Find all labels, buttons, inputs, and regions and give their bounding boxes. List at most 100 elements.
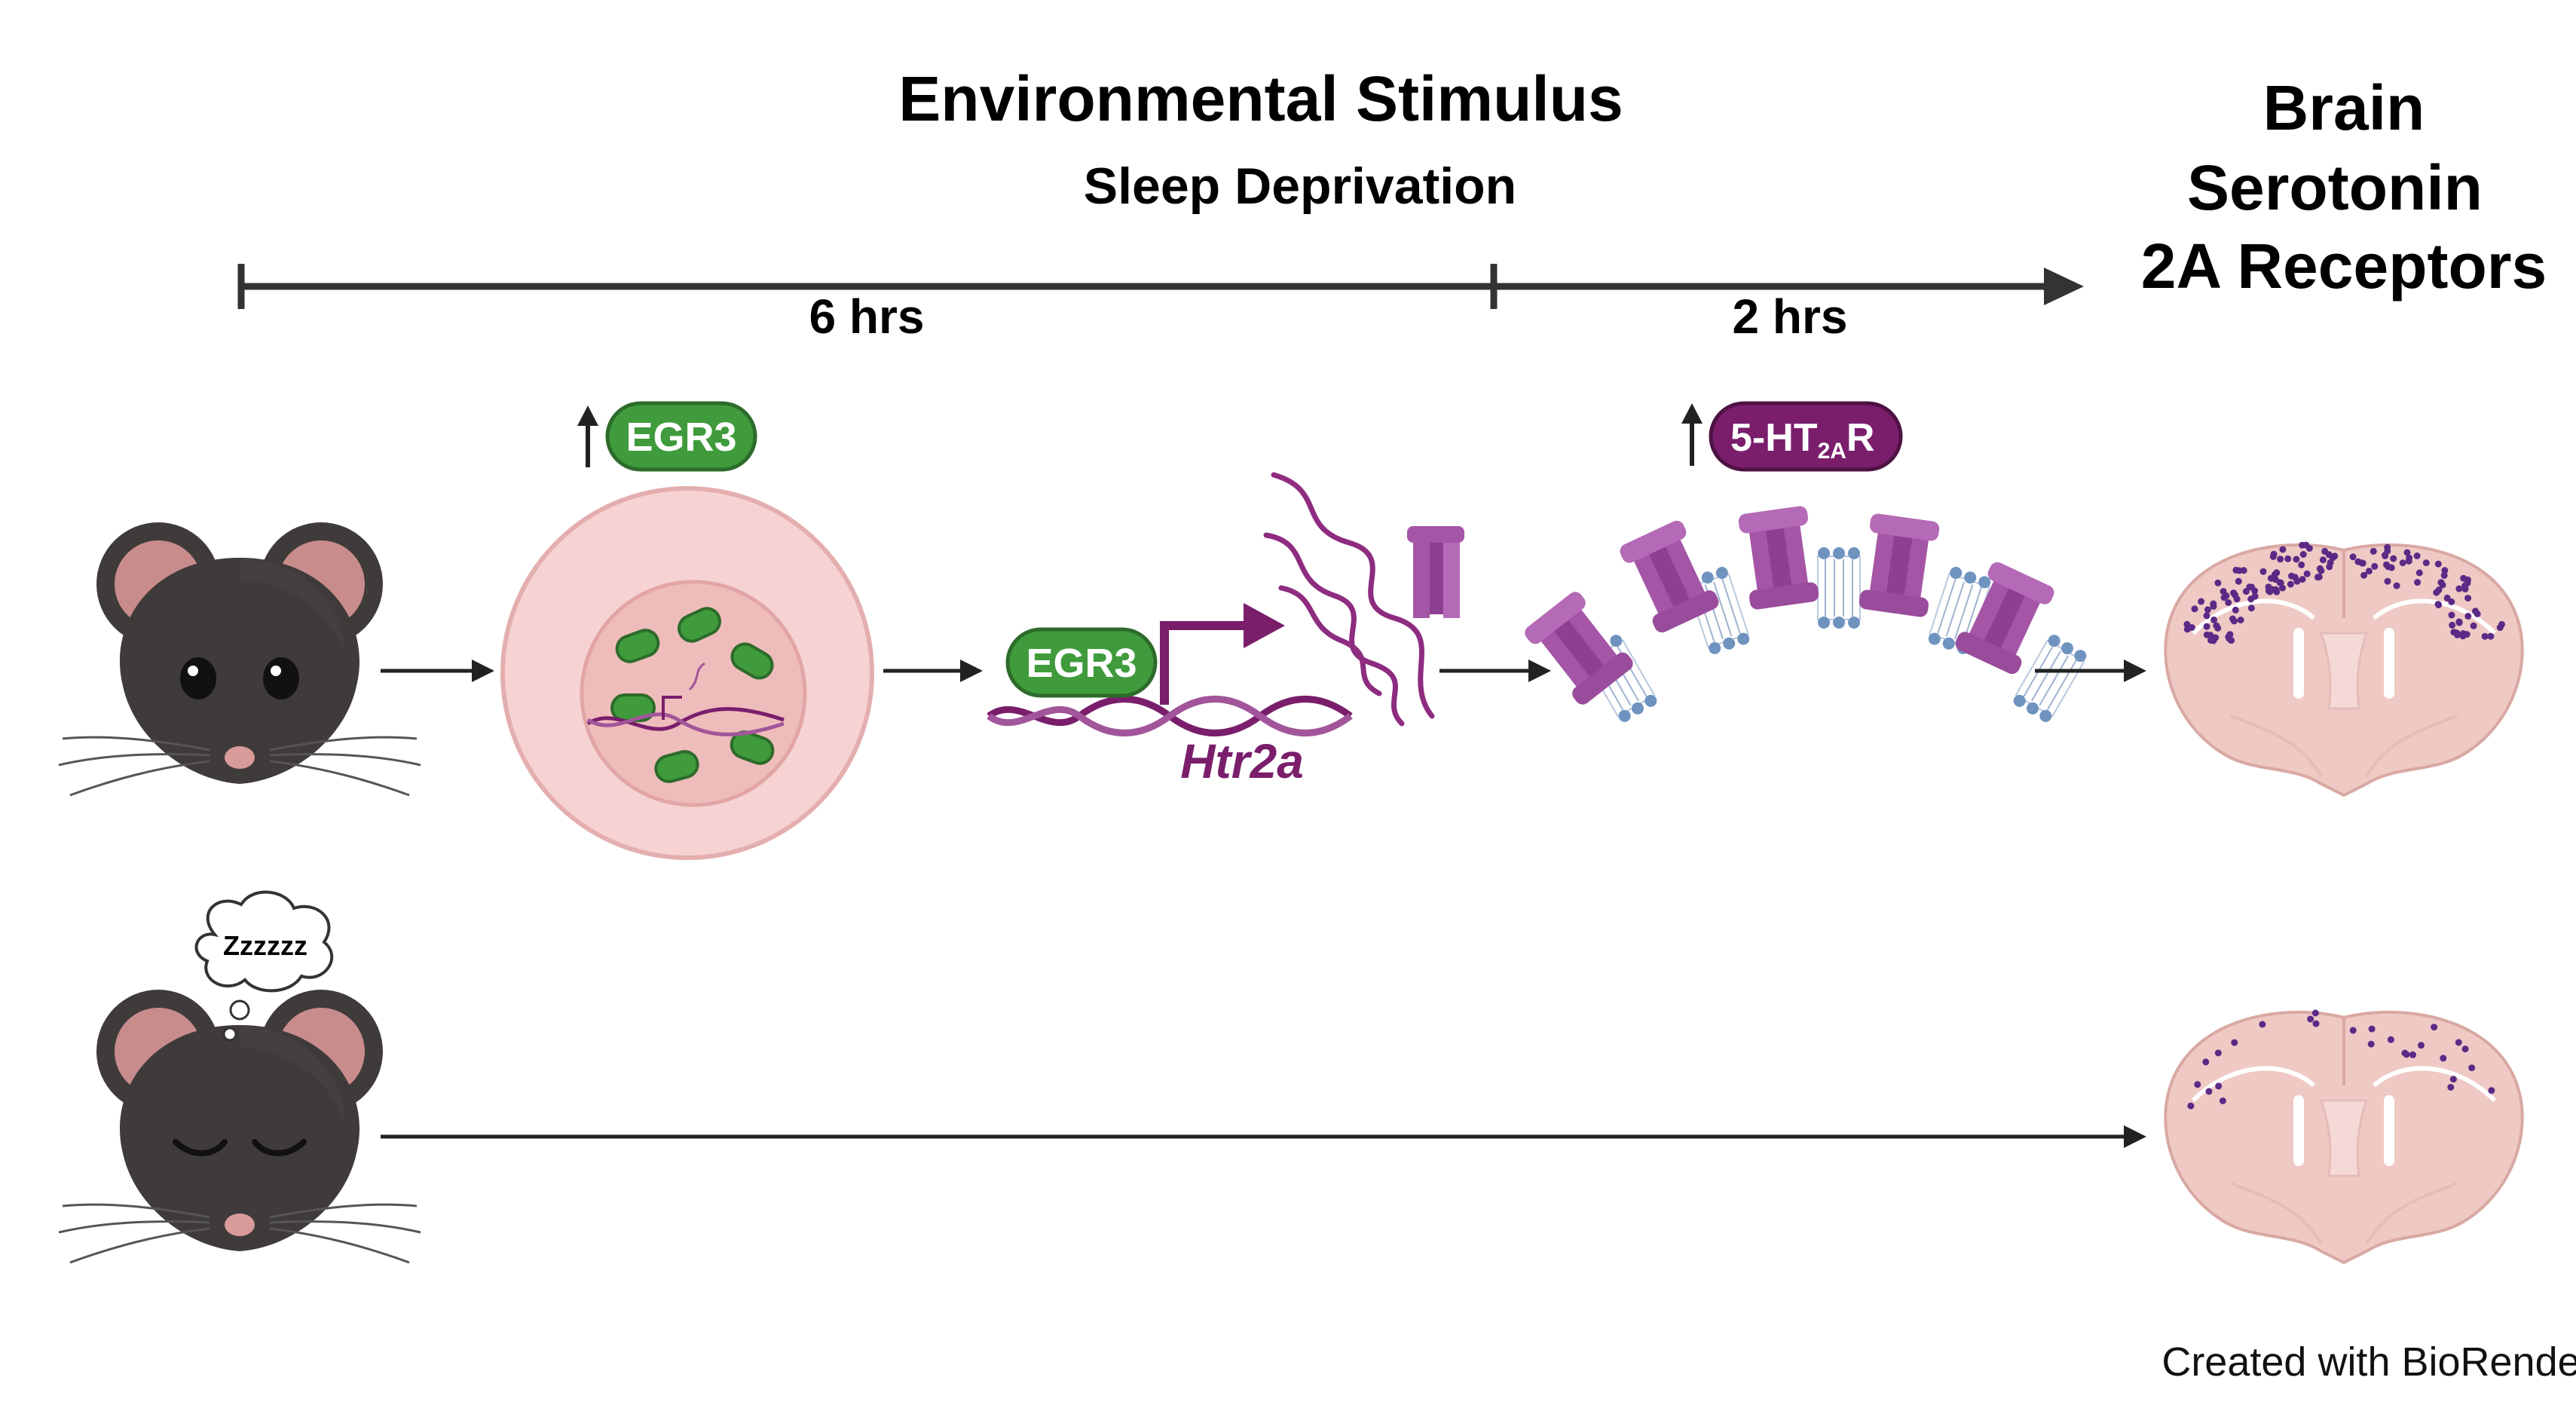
receptor-dot (2448, 611, 2455, 619)
receptor-dot (2287, 580, 2294, 588)
receptor-dot (2272, 586, 2280, 593)
receptor-dot (2247, 604, 2255, 612)
receptor-dot (2449, 1076, 2457, 1083)
receptor-dot (2455, 618, 2463, 626)
receptor-dot (2298, 561, 2305, 568)
receptor-dot (2259, 568, 2267, 575)
receptor-dot (2229, 615, 2236, 623)
receptor-dot (2279, 584, 2286, 592)
receptor-dot (2225, 599, 2232, 606)
receptor-dot (2223, 592, 2230, 599)
receptor-dot (2203, 623, 2210, 630)
receptor-dot (2232, 606, 2239, 614)
receptor-dot (2431, 1024, 2438, 1031)
subtitle: Sleep Deprivation (1084, 158, 1516, 215)
sleep-thought-bubble (194, 890, 334, 1042)
receptor-dot (2440, 571, 2448, 579)
receptor-dot (2321, 547, 2329, 555)
receptor-dots-low (2187, 1009, 2495, 1110)
receptor-dot (2459, 632, 2467, 640)
receptor-dot (2307, 1015, 2314, 1023)
receptor-dot (2455, 1039, 2462, 1046)
receptor-dot (2233, 595, 2241, 603)
receptor-dot (2219, 1097, 2226, 1104)
receptor-dot (2284, 555, 2292, 562)
receptor-dot (2414, 579, 2422, 586)
receptor-badge-end: R (1846, 416, 1875, 460)
receptor-dot (2401, 1049, 2409, 1057)
receptor-dot (2455, 585, 2463, 592)
receptor-dot (2319, 556, 2327, 564)
receptor-dot (2399, 559, 2406, 567)
sleep-bubble-text: Zzzzzz (223, 930, 307, 961)
receptor-dot (2409, 1051, 2416, 1058)
receptor-dot (2434, 601, 2442, 608)
receptor-dot (2326, 563, 2333, 571)
receptor-dot (2215, 1082, 2223, 1090)
receptor-dot (2203, 631, 2210, 638)
receptor-badge-sub: 2A (1818, 439, 1846, 464)
receptor-dot (2382, 552, 2389, 559)
receptor-dot (2194, 1081, 2201, 1088)
receptor-dot (2187, 1102, 2195, 1110)
receptor-dot (2461, 1045, 2469, 1053)
receptor-dot (2422, 559, 2430, 567)
receptor-dot (2487, 632, 2495, 640)
receptor-dot (2316, 565, 2324, 572)
receptor-dot (2183, 620, 2191, 628)
receptor-dot (2360, 571, 2368, 579)
receptor-dot (2413, 552, 2421, 559)
receptor-dot (2415, 569, 2423, 577)
receptor-dot (2315, 573, 2323, 580)
receptor-dot (2367, 1040, 2375, 1048)
receptor-dot (2271, 571, 2278, 578)
receptor-dot (2231, 1039, 2238, 1046)
receptor-dot (2299, 541, 2306, 549)
sleeping-mouse (57, 988, 422, 1264)
receptor-dot (2349, 1027, 2357, 1034)
mrna-strands (1263, 472, 1435, 727)
receptor-dot (2293, 556, 2300, 563)
receptor-dot (2214, 624, 2222, 632)
receptor-dot (2247, 595, 2255, 603)
receptor-dot (2385, 563, 2392, 571)
outcome-line-3: 2A Receptors (2141, 231, 2547, 301)
receptor-dot (2191, 605, 2198, 613)
receptor-dot (2299, 551, 2307, 558)
receptor-dot (2259, 1021, 2266, 1028)
receptor-dot (2277, 556, 2284, 563)
receptor-dot (2498, 620, 2505, 628)
receptor-dot (2312, 1020, 2320, 1027)
receptor-dot (2437, 579, 2445, 586)
receptor-dot (2248, 583, 2256, 591)
cell-membrane (1522, 505, 2090, 725)
receptor-dot (2403, 549, 2411, 556)
receptor-protein (1407, 526, 1464, 618)
receptor-dot (2434, 560, 2442, 568)
receptor-dot (2214, 579, 2222, 586)
neuron-cell (500, 486, 874, 860)
receptor-dot (2226, 632, 2233, 639)
receptor-dot (2447, 1084, 2455, 1091)
egr3-bound (1005, 627, 1158, 698)
receptor-dot (2435, 586, 2443, 594)
receptor-dot (2474, 610, 2481, 617)
awake-mouse (57, 521, 422, 797)
htr2a-dna (987, 603, 1353, 736)
receptor-badge-main: 5-HT (1730, 416, 1818, 460)
receptor-dot (2188, 624, 2195, 631)
receptor-dot (2441, 567, 2449, 574)
receptor-dot (2237, 617, 2244, 624)
receptor-dot (2481, 632, 2489, 640)
timeline-segment-1: 6 hrs (809, 289, 925, 344)
receptor-dot (2214, 1049, 2222, 1057)
receptor-increase (1681, 401, 1903, 472)
receptor-dots-high (2183, 541, 2505, 644)
receptor-dot (2464, 613, 2472, 620)
receptor-dot (2440, 1054, 2447, 1062)
receptor-dot (2230, 589, 2238, 597)
receptor-dot (2207, 637, 2214, 644)
receptor-dot (2202, 1058, 2210, 1066)
receptor-dot (2418, 1042, 2425, 1049)
receptor-dot (2205, 1088, 2213, 1095)
